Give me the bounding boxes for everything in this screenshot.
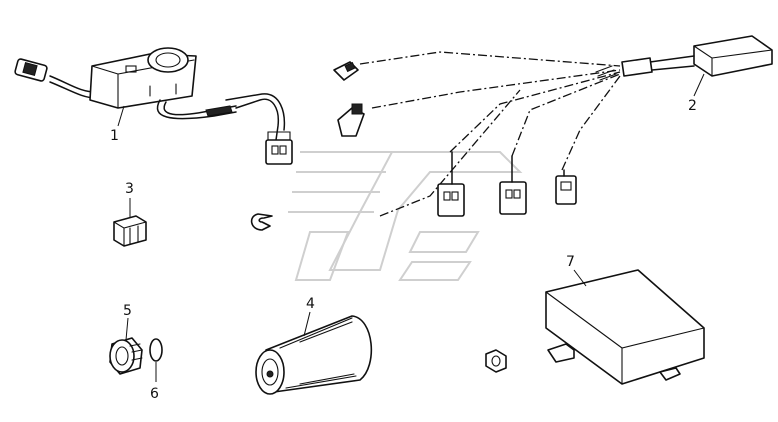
- part-2-wiring-harness: [333, 35, 773, 217]
- retaining-clip: [250, 213, 273, 231]
- callout-label-4: 4: [306, 296, 315, 312]
- part-3-connector-block: [113, 215, 147, 247]
- part-6-o-ring: [149, 338, 163, 362]
- callout-1: 1: [110, 105, 125, 144]
- callout-6: 6: [150, 362, 159, 402]
- watermark-logo: [288, 151, 523, 281]
- part-7-control-box: [545, 269, 705, 385]
- callout-label-7: 7: [566, 254, 575, 270]
- callout-3: 3: [125, 181, 134, 218]
- part-4-cylinder: [255, 315, 373, 395]
- callout-label-5: 5: [123, 303, 132, 319]
- callout-label-3: 3: [125, 181, 134, 197]
- part-5-threaded-fitting: [109, 337, 143, 375]
- hex-nut: [485, 349, 507, 373]
- callout-5: 5: [123, 303, 132, 341]
- callout-label-1: 1: [110, 128, 119, 144]
- callout-label-2: 2: [688, 98, 697, 114]
- callout-2: 2: [688, 73, 705, 114]
- callout-label-6: 6: [150, 386, 159, 402]
- callout-7: 7: [566, 254, 587, 287]
- part-1-switch-harness: [14, 47, 293, 165]
- callout-4: 4: [303, 296, 315, 337]
